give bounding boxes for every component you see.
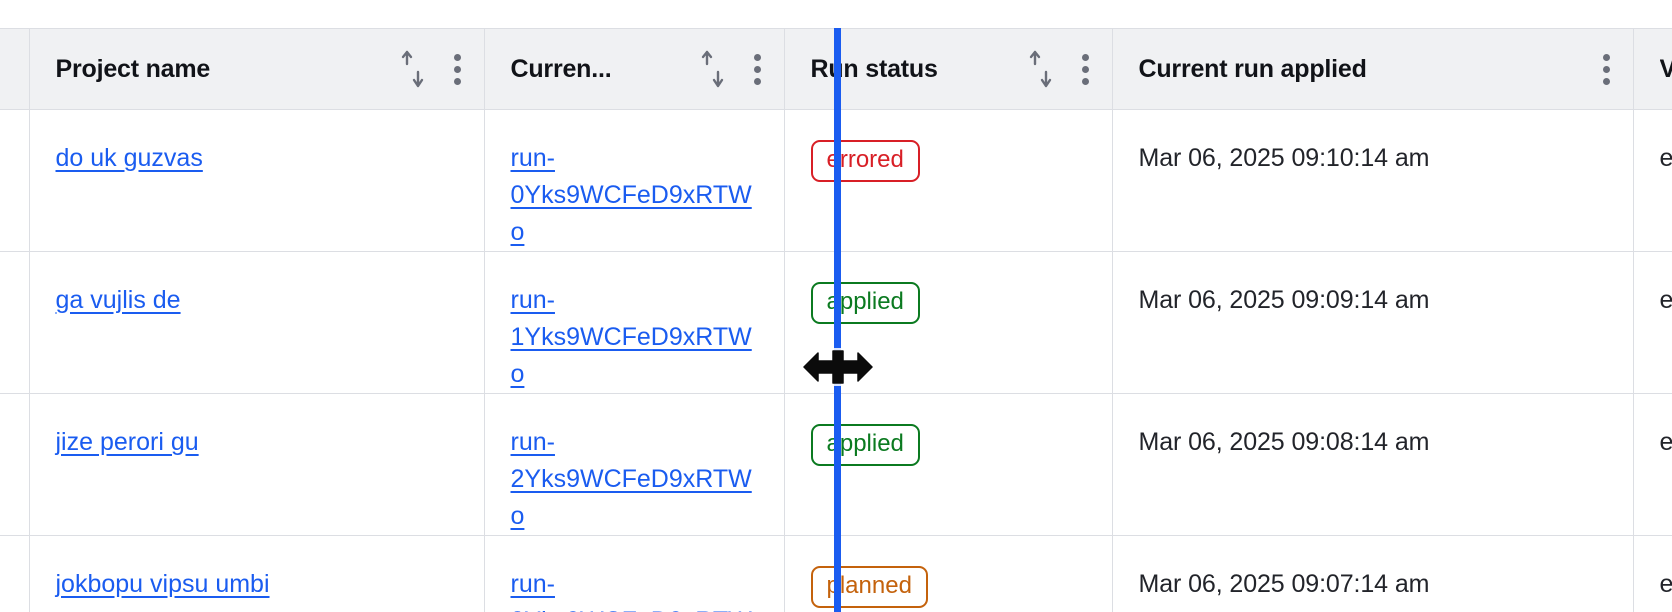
cell-current-run: run-2Yks9WCFeD9xRTWo [484,393,785,536]
column-header-current-run-applied-label: Current run applied [1138,54,1367,83]
kebab-dot [754,65,761,73]
status-badge: applied [810,282,920,325]
current-run-link[interactable]: run-1Yks9WCFeD9xRTWo [510,286,752,388]
cell-current-run-applied: Mar 06, 2025 09:10:14 am [1112,109,1634,252]
cell-current-run: run-0Yks9WCFeD9xRTWo [484,109,785,252]
row-gutter-cell [0,109,30,252]
kebab-menu-icon[interactable] [1082,50,1090,88]
cell-clipped: e [1633,393,1672,536]
applied-timestamp: Mar 06, 2025 09:10:14 am [1138,144,1430,172]
row-gutter-cell [0,393,30,536]
column-header-current-run-applied[interactable]: Current run applied [1112,28,1634,110]
cell-current-run: run-1Yks9WCFeD9xRTWo [484,251,785,394]
kebab-dot [1082,53,1089,61]
row-gutter-cell [0,535,30,612]
clipped-value: e [1659,286,1672,314]
project-name-link[interactable]: ga vujlis de [55,286,181,314]
clipped-value: e [1659,428,1672,456]
sort-arrows-icon[interactable] [398,50,428,88]
kebab-dot [1082,65,1089,73]
column-header-clipped[interactable]: V [1633,28,1672,110]
table-row: do uk guzvas run-0Yks9WCFeD9xRTWo errore… [0,109,1672,252]
kebab-dot [454,65,461,73]
kebab-dot [754,77,761,85]
project-name-link[interactable]: jokbopu vipsu umbi [55,570,270,598]
kebab-dot [1603,77,1610,85]
status-badge: applied [810,424,920,467]
cell-project-name: jize perori gu [29,393,485,536]
cell-current-run-applied: Mar 06, 2025 09:09:14 am [1112,251,1634,394]
status-badge: planned [810,566,928,609]
kebab-dot [1082,77,1089,85]
kebab-dot [1603,53,1610,61]
project-name-link[interactable]: jize perori gu [55,428,199,456]
cell-current-run: run-3Yks9WCFeD9xRTWo [484,535,785,612]
clipped-value: e [1659,570,1672,598]
clipped-value: e [1659,144,1672,172]
current-run-link[interactable]: run-3Yks9WCFeD9xRTWo [510,570,752,612]
cell-clipped: e [1633,251,1672,394]
kebab-dot [1603,65,1610,73]
column-header-gutter [0,28,30,110]
current-run-link[interactable]: run-0Yks9WCFeD9xRTWo [510,144,752,246]
kebab-dot [754,53,761,61]
project-name-link[interactable]: do uk guzvas [55,144,203,172]
cell-current-run-applied: Mar 06, 2025 09:07:14 am [1112,535,1634,612]
sort-arrows-icon[interactable] [698,50,728,88]
cell-project-name: jokbopu vipsu umbi [29,535,485,612]
applied-timestamp: Mar 06, 2025 09:09:14 am [1138,286,1430,314]
applied-timestamp: Mar 06, 2025 09:07:14 am [1138,570,1430,598]
kebab-menu-icon[interactable] [1603,50,1611,88]
column-header-current-run-label: Curren... [510,54,612,83]
cell-clipped: e [1633,535,1672,612]
column-header-project-name-label: Project name [55,54,211,83]
cell-project-name: do uk guzvas [29,109,485,252]
column-header-run-status-label: Run status [810,54,938,83]
column-header-project-name[interactable]: Project name [29,28,485,110]
column-header-current-run[interactable]: Curren... [484,28,785,110]
cell-project-name: ga vujlis de [29,251,485,394]
row-gutter-cell [0,251,30,394]
kebab-menu-icon[interactable] [454,50,462,88]
cell-current-run-applied: Mar 06, 2025 09:08:14 am [1112,393,1634,536]
current-run-link[interactable]: run-2Yks9WCFeD9xRTWo [510,428,752,530]
table-row: jize perori gu run-2Yks9WCFeD9xRTWo appl… [0,393,1672,536]
kebab-dot [454,77,461,85]
column-header-clipped-label: V [1659,54,1672,83]
status-badge: errored [810,140,920,183]
cell-clipped: e [1633,109,1672,252]
applied-timestamp: Mar 06, 2025 09:08:14 am [1138,428,1430,456]
kebab-dot [454,53,461,61]
column-resize-divider[interactable] [834,28,841,612]
kebab-menu-icon[interactable] [754,50,762,88]
sort-arrows-icon[interactable] [1026,50,1056,88]
